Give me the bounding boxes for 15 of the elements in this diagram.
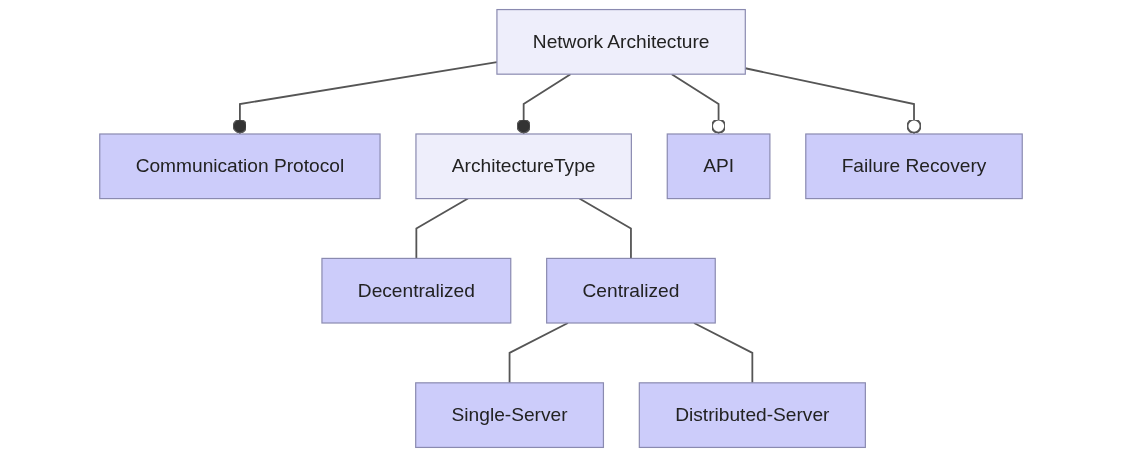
connector — [508, 322, 569, 384]
connector — [670, 73, 727, 135]
connector — [415, 197, 469, 260]
node-box: Communication Protocol — [99, 133, 381, 200]
node-box: Centralized — [546, 257, 716, 324]
node-box: ArchitectureType — [415, 133, 632, 200]
connector — [578, 197, 632, 260]
connector — [516, 73, 572, 135]
node-box: API — [666, 133, 771, 200]
node-box: Distributed-Server — [638, 382, 866, 449]
node-box: Single-Server — [415, 382, 605, 449]
node-box: Network Architecture — [496, 8, 746, 75]
node-box: Decentralized — [321, 257, 512, 324]
connector — [693, 322, 754, 384]
node-box: Failure Recovery — [805, 133, 1023, 200]
